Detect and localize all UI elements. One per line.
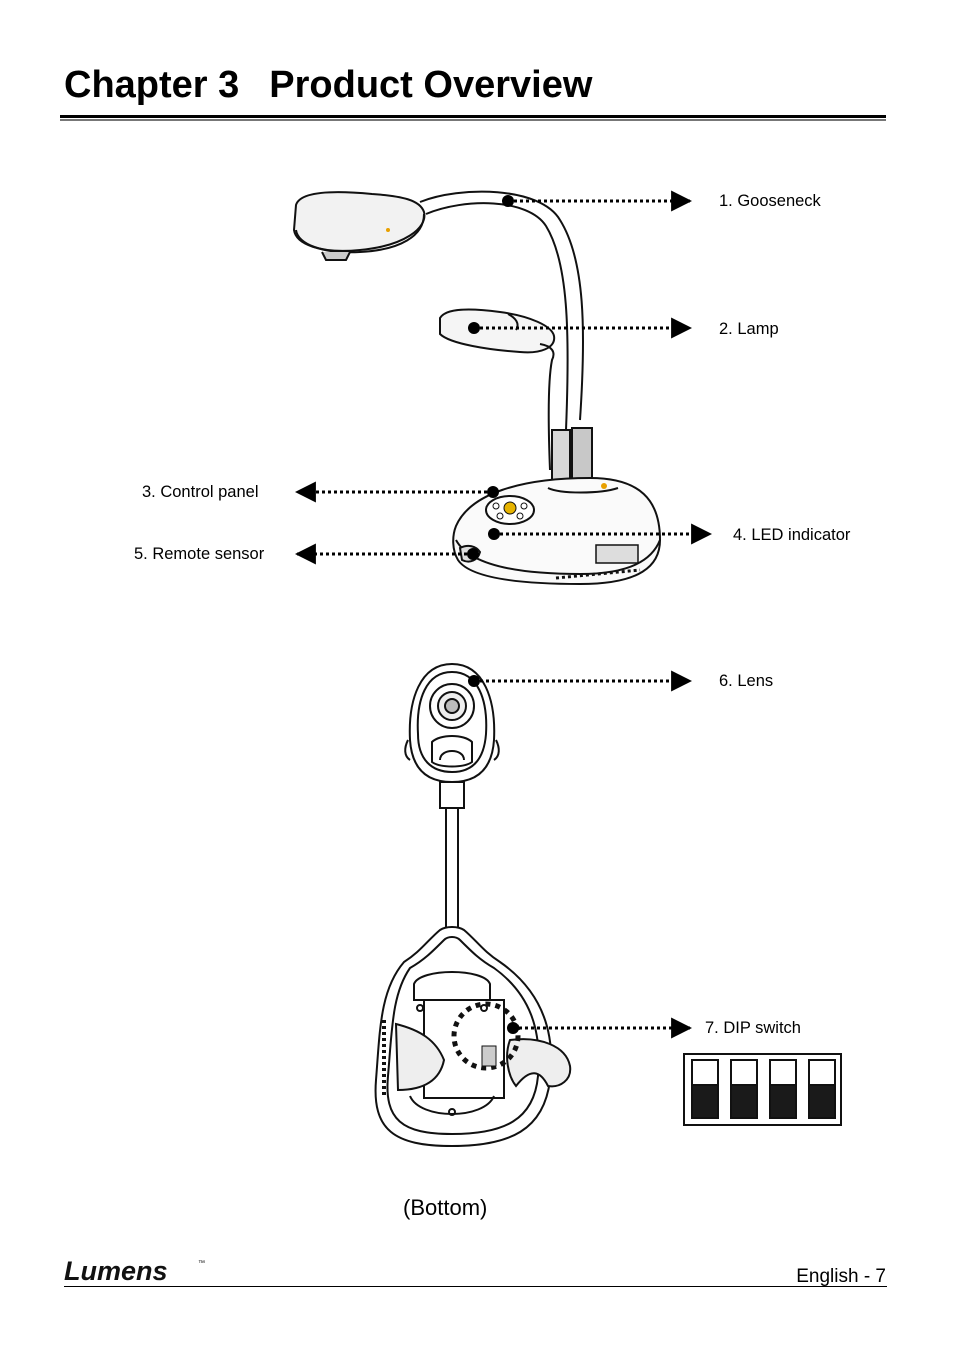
callout-led-indicator: 4. LED indicator xyxy=(733,526,851,544)
bottom-view-caption: (Bottom) xyxy=(403,1195,488,1220)
callout-dip-switch: 7. DIP switch xyxy=(705,1019,801,1037)
chapter-title: Chapter 3 Product Overview xyxy=(64,64,592,107)
title-rule-shadow xyxy=(60,119,886,121)
callout-lens: 6. Lens xyxy=(719,672,774,690)
callout-gooseneck: 1. Gooseneck xyxy=(719,192,821,210)
lumens-logo: Lumens ™ xyxy=(64,1256,205,1286)
page-number: English - 7 xyxy=(796,1266,886,1287)
title-rule xyxy=(60,115,886,118)
callout-remote-sensor: 5. Remote sensor xyxy=(134,545,265,563)
leader-dots xyxy=(467,195,519,1034)
camera-bottom-drawing xyxy=(374,662,572,1148)
chapter-name: Product Overview xyxy=(269,64,593,106)
chapter-number: Chapter 3 xyxy=(64,64,240,106)
lumens-logo-text: Lumens xyxy=(64,1256,168,1286)
footer-rule xyxy=(64,1286,887,1287)
callout-control-panel: 3. Control panel xyxy=(142,483,259,501)
lumens-logo-tm: ™ xyxy=(198,1260,205,1267)
dip-switch-diagram xyxy=(683,1053,842,1126)
document-camera-drawing xyxy=(292,190,662,586)
leader-lines xyxy=(294,190,713,1039)
callout-lamp: 2. Lamp xyxy=(719,320,779,338)
